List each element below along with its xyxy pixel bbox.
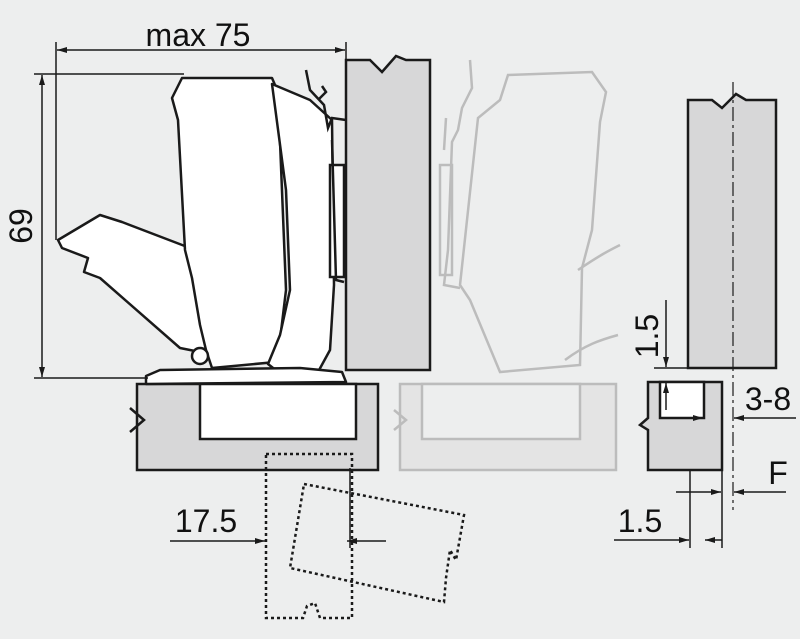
hinge-body (56, 76, 348, 386)
label-door-edge: 1.5 (618, 503, 662, 539)
ghost-hinge-open (438, 59, 621, 374)
label-max-width: max 75 (146, 17, 251, 53)
detail-cup-recess (658, 380, 706, 420)
dim-plate-gap (654, 300, 690, 410)
dim-door-gap (676, 470, 786, 548)
ghost-break-line (393, 409, 408, 431)
label-overlay: 17.5 (175, 503, 237, 539)
detail-door-panel (686, 92, 778, 370)
label-drill-distance: 3-8 (745, 381, 791, 417)
door-outline-closed (264, 452, 354, 620)
door-outline-open (288, 482, 466, 604)
side-panel-break-line (129, 407, 146, 433)
label-door-gap: F (768, 455, 788, 491)
label-height: 69 (3, 208, 39, 244)
ghost-cup-recess (420, 382, 582, 441)
cup-recess (198, 382, 358, 441)
dim-max-width (55, 42, 347, 240)
dim-overlay (170, 468, 386, 548)
door-panel (344, 54, 432, 372)
label-plate-gap: 1.5 (629, 314, 665, 358)
hinge-mounting-clip (304, 69, 347, 284)
dim-height (34, 73, 184, 379)
